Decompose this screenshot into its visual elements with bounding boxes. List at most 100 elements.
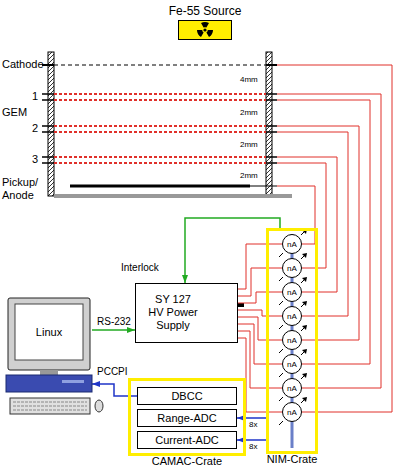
computer-case xyxy=(6,375,92,392)
mouse xyxy=(95,400,103,412)
meter-adjust-head xyxy=(302,397,307,402)
gem-foil-side xyxy=(54,156,266,158)
connector-label: 8x xyxy=(248,420,258,429)
meter-adjust-arrow xyxy=(279,301,283,305)
current-meter: nA xyxy=(282,354,302,374)
nim-crate: NIM-CratenAnAnAnAnAnAnAnA xyxy=(266,228,318,454)
connector xyxy=(237,439,266,441)
electrode-label: 1 xyxy=(32,90,38,102)
camac-crate: CAMAC-CrateDBCCRange-ADCCurrent-ADC xyxy=(128,378,246,456)
electrode-tab xyxy=(266,125,277,127)
electrode-label: Pickup/ Anode xyxy=(2,176,46,201)
electrode-label: Cathode xyxy=(2,58,44,70)
electrode-label: 2 xyxy=(32,122,38,134)
connector xyxy=(238,310,282,316)
electrode-tab xyxy=(42,64,54,66)
hv-power-supply-text: SY 127 HV Power Supply xyxy=(146,293,200,333)
camac-module-text: DBCC xyxy=(171,390,202,402)
electrode-wire xyxy=(277,163,326,268)
drive-slot xyxy=(62,380,84,383)
trefoil-blade xyxy=(201,22,209,28)
radiation-source: Fe-55 Source xyxy=(178,20,232,40)
camac-crate-text: CAMAC-Crate xyxy=(121,455,253,467)
gem-foil-side xyxy=(54,125,266,127)
current-meter: nA xyxy=(282,258,302,278)
meter-circle xyxy=(283,283,302,302)
monitor-frame xyxy=(8,298,90,370)
hv-power-supply: SY 127 HV Power Supply xyxy=(135,283,238,343)
electrode-tab xyxy=(42,156,54,158)
dimension-label: 2mm xyxy=(240,171,258,180)
electrode-tab xyxy=(266,131,277,133)
camac-module-text: Current-ADC xyxy=(155,434,219,446)
gem-foil-side xyxy=(54,131,266,133)
meter-adjust-arrow xyxy=(301,278,306,283)
electrode-wire xyxy=(277,100,370,364)
electrode-tab xyxy=(42,125,54,127)
electrode-tab xyxy=(266,93,277,95)
meter-adjust-head xyxy=(302,373,307,378)
gem-foil-side xyxy=(54,162,266,164)
meter-adjust-head xyxy=(302,253,307,258)
electrode-wire xyxy=(277,132,348,316)
electrode-label: 3 xyxy=(32,153,38,165)
electrode-tab xyxy=(42,131,54,133)
meter-circle xyxy=(283,355,302,374)
connector-label: PCCPI xyxy=(96,366,129,377)
electrode-tab xyxy=(42,162,54,164)
meter-adjust-arrow xyxy=(279,349,283,353)
meter-adjust-arrow xyxy=(279,397,283,401)
current-meter: nA xyxy=(282,306,302,326)
meter-adjust-arrow xyxy=(279,253,283,257)
current-meter: nA xyxy=(282,282,302,302)
electrode-tab xyxy=(42,99,54,101)
meter-adjust-arrow xyxy=(279,325,283,329)
current-meter: nA xyxy=(282,330,302,350)
linux-computer: Linux xyxy=(6,298,92,394)
electrode-tab xyxy=(266,99,277,101)
cathode-electrode xyxy=(54,65,266,66)
keyboard-keys xyxy=(13,406,87,407)
current-meter: nA xyxy=(282,378,302,398)
meter-circle xyxy=(283,403,302,422)
keyboard-keys xyxy=(13,410,87,411)
current-meter-text: nA xyxy=(287,360,297,369)
monitor-screen xyxy=(15,304,83,360)
meter-circle xyxy=(283,259,302,278)
connector xyxy=(238,292,282,303)
meter-circle xyxy=(283,307,302,326)
meter-circle xyxy=(283,379,302,398)
meter-adjust-arrow xyxy=(279,277,283,281)
meter-adjust-arrow xyxy=(279,373,283,377)
electrode-wire xyxy=(277,126,359,340)
current-meter-text: nA xyxy=(287,408,297,417)
current-meter-text: nA xyxy=(287,336,297,345)
keyboard-keys xyxy=(13,402,87,403)
meter-adjust-arrow xyxy=(301,350,306,355)
trefoil-blade xyxy=(206,30,213,37)
meter-adjust-head xyxy=(302,301,307,306)
electrode-tab xyxy=(266,64,277,66)
dimension-label: 2mm xyxy=(240,140,258,149)
current-meter-text: nA xyxy=(287,312,297,321)
connector xyxy=(238,317,282,340)
connector xyxy=(238,324,282,364)
computer-drawing xyxy=(6,298,92,394)
electrode-tab xyxy=(42,93,54,95)
trefoil-blade xyxy=(197,30,204,37)
current-meter: nA xyxy=(282,402,302,422)
connector xyxy=(92,329,135,331)
readout-board xyxy=(54,194,292,198)
meter-adjust-head xyxy=(302,277,307,282)
meter-adjust-head xyxy=(302,325,307,330)
anode-pad xyxy=(70,185,250,188)
meter-circle xyxy=(283,331,302,350)
electrode-wire xyxy=(277,157,337,292)
camac-module: DBCC xyxy=(137,387,237,405)
support-pillar xyxy=(266,52,272,196)
electrode-wire xyxy=(277,94,381,388)
wire-group xyxy=(13,65,392,425)
support-pillar xyxy=(48,52,54,196)
meter-adjust-arrow xyxy=(279,421,283,425)
